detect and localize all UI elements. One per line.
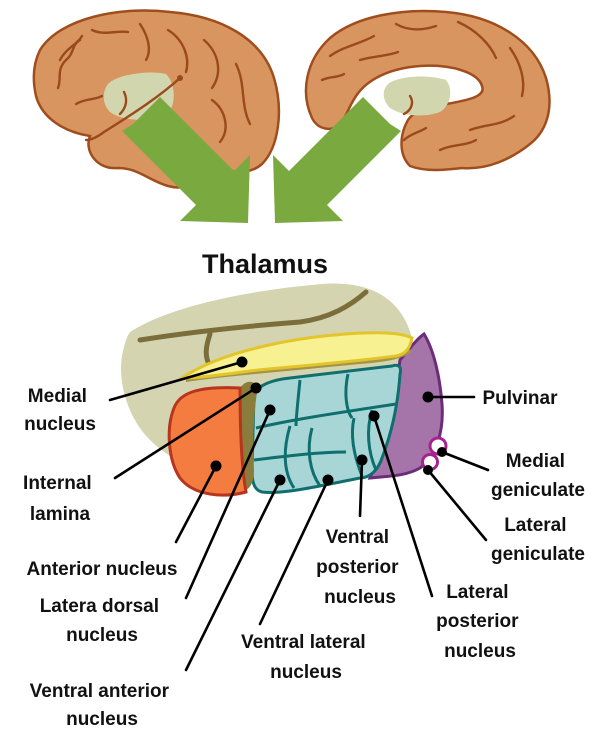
leader-dot-anterior-nucleus <box>211 461 222 472</box>
leader-lateral-geniculate <box>428 470 486 540</box>
label-internal-lamina-line-1: Internal <box>23 473 92 494</box>
label-ventral-lateral-nucleus: Ventral lateral nucleus <box>241 632 371 683</box>
anterior-nucleus-region <box>169 388 246 495</box>
label-pulvinar: Pulvinar <box>483 388 559 409</box>
label-ventral-posterior-nucleus-line-2: posterior <box>316 557 399 578</box>
leader-dot-lateral-posterior-nucleus <box>369 411 380 422</box>
leader-medial-geniculate <box>442 452 488 470</box>
label-medial-geniculate-line-1: Medial <box>506 451 565 472</box>
label-lateral-posterior-nucleus-line-1: Lateral <box>446 582 508 603</box>
label-medial-nucleus-line-1: Medial <box>28 386 87 407</box>
thalamus-model <box>121 283 446 495</box>
label-ventral-posterior-nucleus: Ventral posterior nucleus <box>316 527 404 608</box>
leader-dot-pulvinar <box>423 392 434 403</box>
diagram-title: Thalamus <box>202 249 328 279</box>
label-internal-lamina: Internal lamina <box>23 473 97 525</box>
fissure-end-dot <box>177 75 183 81</box>
label-lateral-geniculate: Lateral geniculate <box>491 515 585 565</box>
leader-dot-ventral-anterior-nucleus <box>275 475 286 486</box>
label-anterior-nucleus: Anterior nucleus <box>27 559 178 580</box>
label-lateral-posterior-nucleus: Lateral posterior nucleus <box>436 582 524 662</box>
label-lateral-posterior-nucleus-line-2: posterior <box>436 611 519 632</box>
leader-dot-medial-geniculate <box>437 447 447 457</box>
label-medial-nucleus-line-2: nucleus <box>24 414 96 435</box>
label-ventral-anterior-nucleus: Ventral anterior nucleus <box>30 681 175 730</box>
label-lateral-dorsal-nucleus-line-1: Latera dorsal <box>40 596 159 617</box>
label-ventral-lateral-nucleus-line-1: Ventral lateral <box>241 632 366 653</box>
label-lateral-dorsal-nucleus-line-2: nucleus <box>66 625 138 646</box>
leader-dot-medial-nucleus <box>237 357 248 368</box>
leader-dot-ventral-posterior-nucleus <box>357 455 368 466</box>
label-ventral-posterior-nucleus-line-1: Ventral <box>326 527 389 548</box>
label-lateral-geniculate-line-2: geniculate <box>491 544 585 565</box>
label-ventral-anterior-nucleus-line-2: nucleus <box>66 709 138 730</box>
label-ventral-anterior-nucleus-line-1: Ventral anterior <box>30 681 170 702</box>
leader-dot-lateral-dorsal-nucleus <box>265 405 276 416</box>
thalamus-patch-right <box>384 77 451 116</box>
label-pulvinar-line-1: Pulvinar <box>483 388 559 409</box>
leader-dot-lateral-geniculate <box>423 465 433 475</box>
label-medial-geniculate-line-2: geniculate <box>491 480 585 501</box>
label-ventral-posterior-nucleus-line-3: nucleus <box>324 587 396 608</box>
label-internal-lamina-line-2: lamina <box>30 504 91 525</box>
label-anterior-nucleus-line-1: Anterior nucleus <box>27 559 178 580</box>
label-lateral-posterior-nucleus-line-3: nucleus <box>444 641 516 662</box>
leader-dot-ventral-lateral-nucleus <box>323 475 334 486</box>
label-lateral-dorsal-nucleus: Latera dorsal nucleus <box>40 596 165 646</box>
leader-dot-internal-lamina <box>251 383 262 394</box>
label-ventral-lateral-nucleus-line-2: nucleus <box>270 662 342 683</box>
label-lateral-geniculate-line-1: Lateral <box>504 515 566 536</box>
label-medial-geniculate: Medial geniculate <box>491 451 585 501</box>
label-medial-nucleus: Medial nucleus <box>24 386 96 435</box>
